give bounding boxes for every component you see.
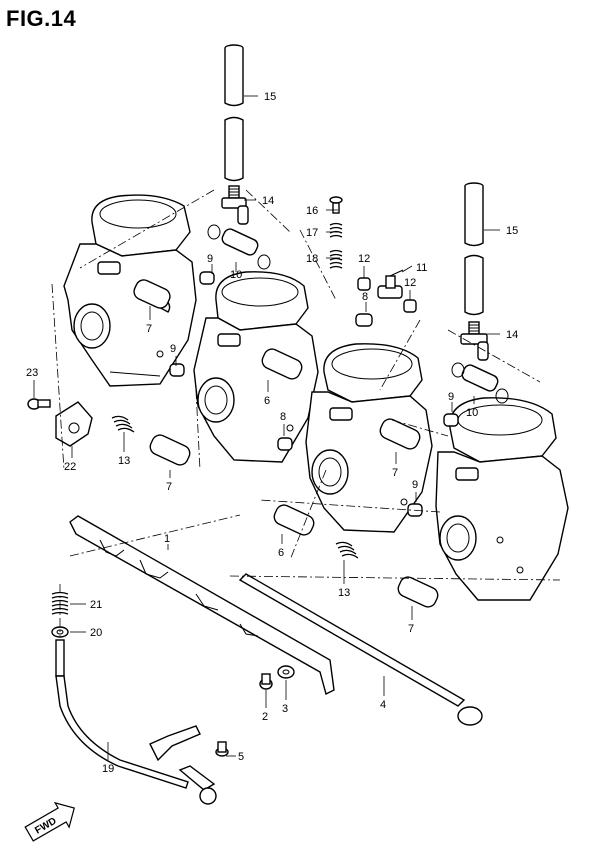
tube-joint-upper-left (221, 185, 249, 225)
callout-8-b: 8 (280, 411, 286, 423)
callout-23: 23 (26, 367, 38, 379)
callout-6-a: 6 (264, 395, 270, 407)
throttle-adjuster-cable-19 (55, 639, 217, 805)
bolt-2 (259, 673, 273, 690)
throttle-shaft-4 (238, 573, 483, 726)
vent-tube-upper-right (460, 182, 489, 361)
screw-5 (215, 741, 229, 757)
pipe-10-left (207, 224, 271, 270)
callout-12-left: 12 (358, 253, 370, 265)
fwd-arrow-icon: FWD (24, 801, 75, 842)
callout-13-center: 13 (338, 587, 350, 599)
callout-19: 19 (102, 763, 114, 775)
callout-13-left: 13 (118, 455, 130, 467)
callout-6-b: 6 (278, 547, 284, 559)
joint-pipe-7c (379, 418, 421, 450)
t-fitting-11 (377, 269, 404, 299)
callout-16: 16 (306, 205, 318, 217)
joint-pipe-6b (273, 504, 315, 536)
throttle-stop-22 (55, 401, 93, 447)
carburetor-body-2 (193, 271, 319, 463)
callout-21: 21 (90, 599, 102, 611)
callout-14-right: 14 (506, 329, 518, 341)
pipe-9-c (443, 413, 459, 427)
callout-9-d: 9 (412, 479, 418, 491)
callout-7-a: 7 (146, 323, 152, 335)
callout-9-a: 9 (207, 253, 213, 265)
callout-14-upper-left: 14 (262, 195, 274, 207)
callout-3: 3 (282, 703, 288, 715)
screw-16 (329, 196, 343, 214)
vent-tube-upper-left (224, 44, 244, 182)
spring-13-left (111, 415, 135, 433)
callout-17: 17 (306, 227, 318, 239)
callout-7-b: 7 (166, 481, 172, 493)
joint-pipe-7d (397, 576, 439, 608)
assembly-lines (51, 189, 561, 636)
pipe-9-b (169, 363, 185, 377)
callout-15-upper-left: 15 (264, 91, 276, 103)
spring-17 (329, 222, 343, 238)
bolt-23 (27, 398, 51, 410)
joint-pipe-7a (133, 279, 171, 313)
washer-3 (277, 665, 295, 679)
cap-12-left (357, 277, 371, 291)
leader-lines (33, 95, 500, 760)
callout-11: 11 (416, 262, 427, 274)
callout-2: 2 (262, 711, 268, 723)
callout-1: 1 (164, 533, 170, 545)
callout-22: 22 (64, 461, 76, 473)
joint-pipe-7b (149, 434, 191, 466)
callout-15-right: 15 (506, 225, 518, 237)
carburetor-body-4 (435, 397, 569, 601)
callout-10-left: 10 (230, 269, 242, 281)
spring-18 (329, 249, 343, 269)
spring-13-center (335, 541, 359, 559)
callout-7-c: 7 (392, 467, 398, 479)
callout-7-d: 7 (408, 623, 414, 635)
callout-9-b: 9 (170, 343, 176, 355)
callout-5: 5 (238, 751, 244, 763)
callout-4: 4 (380, 699, 386, 711)
callout-12-right: 12 (404, 277, 416, 289)
figure-title: FIG.14 (6, 6, 77, 31)
callout-18: 18 (306, 253, 318, 265)
carburetor-body-1 (63, 194, 197, 387)
joint-pipe-6a (261, 348, 303, 380)
pipe-10-right (451, 362, 509, 404)
callout-10-right: 10 (466, 407, 478, 419)
callout-20: 20 (90, 627, 102, 639)
bracket-plate-1 (69, 515, 335, 696)
callout-8-a: 8 (362, 291, 368, 303)
pipe-8-a (355, 313, 373, 327)
cap-12-right (403, 299, 417, 313)
pipe-8-b (277, 437, 293, 451)
pipe-9-a (199, 271, 215, 285)
callout-9-c: 9 (448, 391, 454, 403)
